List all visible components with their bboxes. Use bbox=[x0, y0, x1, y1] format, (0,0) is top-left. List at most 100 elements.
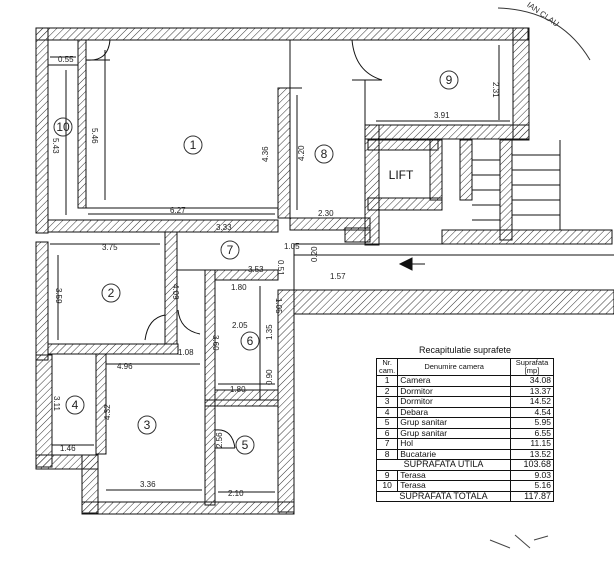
row-name: Hol bbox=[397, 438, 511, 450]
plan-lines bbox=[48, 39, 614, 493]
dim-336: 3.36 bbox=[140, 480, 156, 489]
room-6-number: 6 bbox=[247, 334, 254, 348]
table-row: 6 Grup sanitar 6.55 bbox=[375, 427, 554, 439]
row-name: Dormitor bbox=[397, 385, 511, 397]
row-nr: 1 bbox=[375, 375, 399, 387]
row-area: 14.52 bbox=[510, 396, 554, 408]
row-nr: 6 bbox=[375, 427, 399, 439]
room-8-circle bbox=[314, 144, 334, 164]
row-name: Terasa bbox=[397, 480, 511, 492]
row-nr: 3 bbox=[375, 396, 399, 408]
stamp-arc bbox=[497, 7, 591, 61]
dim-231: 2.31 bbox=[491, 82, 500, 98]
totala-row: SUPRAFATA TOTALA 117.87 bbox=[376, 490, 554, 502]
row-name: Grup sanitar bbox=[397, 427, 511, 439]
row-nr: 8 bbox=[375, 448, 399, 460]
room-4-number: 4 bbox=[72, 398, 79, 412]
room-7-circle bbox=[220, 240, 240, 260]
row-nr: 7 bbox=[375, 438, 399, 450]
row-area: 9.03 bbox=[510, 469, 554, 481]
table-row: 5 Grup sanitar 5.95 bbox=[375, 417, 554, 429]
summary-table: Nr. cam. Denumire camera Suprafata [mp] … bbox=[375, 358, 554, 502]
room-8-number: 8 bbox=[321, 147, 328, 161]
table-row: 1 Camera 34.08 bbox=[375, 375, 554, 387]
room-5-circle bbox=[235, 435, 255, 455]
dim-409: 4.09 bbox=[171, 284, 180, 300]
totala-value: 117.87 bbox=[510, 490, 554, 502]
table-row: 9 Terasa 9.03 bbox=[375, 469, 554, 481]
dim-256: 2.56 bbox=[215, 432, 224, 448]
room-9-circle bbox=[439, 70, 459, 90]
table-row: 8 Bucatarie 13.52 bbox=[375, 448, 554, 460]
row-area: 13.37 bbox=[510, 385, 554, 397]
dim-230: 2.30 bbox=[318, 209, 334, 218]
room-numbers: 1 8 9 10 7 2 6 4 3 5 bbox=[56, 73, 452, 452]
dim-205: 2.05 bbox=[232, 321, 248, 330]
dim-627: 6.27 bbox=[170, 206, 186, 215]
table-row: 7 Hol 11.15 bbox=[375, 438, 554, 450]
dim-496: 4.96 bbox=[117, 362, 133, 371]
lift-label: LIFT bbox=[389, 168, 414, 182]
dim-157: 1.57 bbox=[330, 272, 346, 281]
table-row: 10 Terasa 5.16 bbox=[375, 480, 554, 492]
table-row: 4 Debara 4.54 bbox=[375, 406, 554, 418]
row-nr: 4 bbox=[375, 406, 399, 418]
row-area: 11.15 bbox=[510, 438, 554, 450]
dim-543: 5.43 bbox=[51, 138, 60, 154]
dim-420: 4.20 bbox=[297, 145, 306, 161]
room-labels bbox=[53, 70, 459, 455]
room-3-circle bbox=[137, 415, 157, 435]
dim-180a: 1.80 bbox=[231, 283, 247, 292]
dim-055: 0.55 bbox=[58, 55, 74, 64]
summary-header-row: Nr. cam. Denumire camera Suprafata [mp] bbox=[375, 358, 554, 376]
utila-row: SUPRAFATA UTILA 103.68 bbox=[376, 459, 554, 471]
dim-391: 3.91 bbox=[434, 111, 450, 120]
room-10-circle bbox=[53, 117, 73, 137]
row-nr: 5 bbox=[375, 417, 399, 429]
dim-210: 2.10 bbox=[228, 489, 244, 498]
dim-353: 3.53 bbox=[248, 265, 264, 274]
dim-432: 4.32 bbox=[103, 404, 112, 420]
dim-146: 1.46 bbox=[60, 444, 76, 453]
room-5-number: 5 bbox=[242, 438, 249, 452]
header-name: Denumire camera bbox=[397, 358, 511, 376]
dim-108: 1.08 bbox=[178, 348, 194, 357]
table-row: 2 Dormitor 13.37 bbox=[375, 385, 554, 397]
dim-546: 5.46 bbox=[90, 128, 99, 144]
row-name: Grup sanitar bbox=[397, 417, 511, 429]
ink-mark bbox=[489, 534, 549, 549]
row-area: 5.95 bbox=[510, 417, 554, 429]
header-nr: Nr. cam. bbox=[375, 358, 399, 376]
row-name: Bucatarie bbox=[397, 448, 511, 460]
dim-105a: 1.05 bbox=[284, 242, 300, 251]
row-name: Terasa bbox=[397, 469, 511, 481]
room-4-circle bbox=[65, 395, 85, 415]
utila-value: 103.68 bbox=[510, 459, 554, 471]
utila-label: SUPRAFATA UTILA bbox=[376, 459, 511, 471]
stamp-text: IAN CLAU bbox=[525, 0, 561, 29]
room-7-number: 7 bbox=[227, 243, 234, 257]
totala-label: SUPRAFATA TOTALA bbox=[376, 490, 511, 502]
row-nr: 2 bbox=[375, 385, 399, 397]
walls bbox=[35, 27, 614, 515]
row-name: Camera bbox=[397, 375, 511, 387]
dim-333: 3.33 bbox=[216, 223, 232, 232]
row-area: 5.16 bbox=[510, 480, 554, 492]
room-1-circle bbox=[183, 135, 203, 155]
row-name: Dormitor bbox=[397, 396, 511, 408]
room-9-number: 9 bbox=[446, 73, 453, 87]
dim-180b: 1.80 bbox=[230, 385, 246, 394]
area-summary-table: Recapitulatie suprafete Nr. cam. Denumir… bbox=[375, 345, 554, 502]
row-area: 4.54 bbox=[510, 406, 554, 418]
dim-436: 4.36 bbox=[261, 146, 270, 162]
room-6-circle bbox=[240, 331, 260, 351]
dim-360: 3.60 bbox=[211, 335, 220, 351]
row-area: 6.55 bbox=[510, 427, 554, 439]
row-name: Debara bbox=[397, 406, 511, 418]
header-area: Suprafata [mp] bbox=[510, 358, 554, 376]
dim-359: 3.59 bbox=[54, 288, 63, 304]
summary-title: Recapitulatie suprafete bbox=[418, 345, 512, 355]
room-1-number: 1 bbox=[190, 138, 197, 152]
dim-105b: 1.05 bbox=[274, 298, 283, 314]
dim-375: 3.75 bbox=[102, 243, 118, 252]
